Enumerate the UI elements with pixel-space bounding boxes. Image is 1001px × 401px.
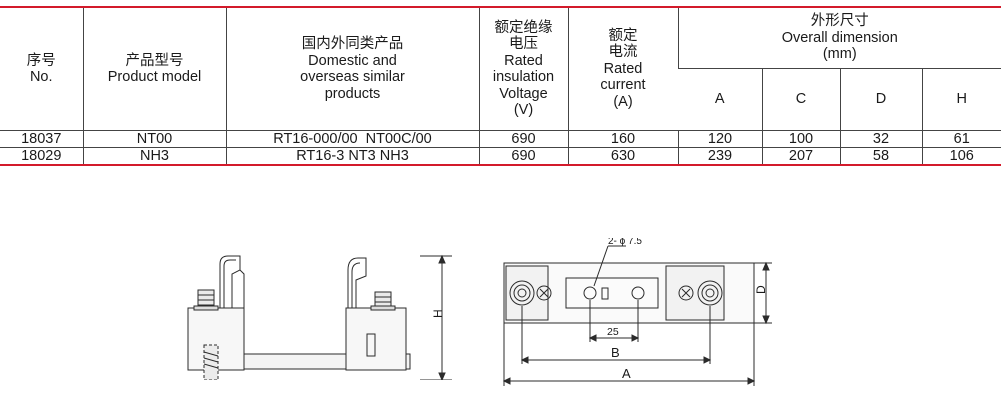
cell-current: 630 [567, 147, 678, 166]
cell-model: NT00 [82, 130, 226, 148]
cell-dim-a: 239 [677, 147, 762, 166]
header-no: 序号 No. [0, 6, 83, 131]
spec-table: 序号 No. 产品型号 Product model 国内外同类产品 Domest… [0, 6, 1001, 166]
cell-dim-c: 100 [761, 130, 840, 148]
table-row: 18037 NT00 RT16-000/00 NT00C/00 690 160 … [0, 130, 1001, 148]
dimension-label-h: H [431, 309, 445, 318]
dimension-label-a: A [622, 366, 631, 381]
cell-dim-h: 106 [921, 147, 1001, 166]
dimension-label-hole: 2- ϕ 7.5 [608, 238, 642, 247]
header-rated-current: 额定 电流 Rated current (A) [567, 6, 678, 131]
cell-dim-d: 58 [839, 147, 922, 166]
cell-dim-a: 120 [677, 130, 762, 148]
fuse-base-top-view: 2- ϕ 7.5 25 B A D [502, 238, 772, 386]
header-dim-c: C [761, 68, 840, 131]
fuse-base-side-view: H [187, 254, 452, 380]
dimension-label-d: D [754, 285, 768, 294]
technical-drawings: H [0, 238, 1001, 398]
header-dim-h: H [921, 68, 1001, 131]
dimension-label-b: B [611, 345, 620, 360]
cell-dim-d: 32 [839, 130, 922, 148]
cell-no: 18029 [0, 147, 83, 166]
cell-model: NH3 [82, 147, 226, 166]
table-row: 18029 NH3 RT16-3 NT3 NH3 690 630 239 207… [0, 147, 1001, 166]
cell-voltage: 690 [478, 130, 568, 148]
header-overall-dimension: 外形尺寸 Overall dimension (mm) [677, 6, 1001, 69]
cell-voltage: 690 [478, 147, 568, 166]
header-model: 产品型号 Product model [82, 6, 226, 131]
dimension-label-25: 25 [607, 326, 619, 338]
cell-dim-c: 207 [761, 147, 840, 166]
header-rated-voltage: 额定绝缘 电压 Rated insulation Voltage (V) [478, 6, 568, 131]
header-dim-a: A [678, 68, 762, 131]
header-similar-products: 国内外同类产品 Domestic and overseas similar pr… [225, 6, 479, 131]
cell-similar: RT16-3 NT3 NH3 [225, 147, 479, 166]
cell-dim-h: 61 [921, 130, 1001, 148]
cell-no: 18037 [0, 130, 83, 148]
cell-current: 160 [567, 130, 678, 148]
header-dim-d: D [839, 68, 922, 131]
cell-similar: RT16-000/00 NT00C/00 [225, 130, 479, 148]
